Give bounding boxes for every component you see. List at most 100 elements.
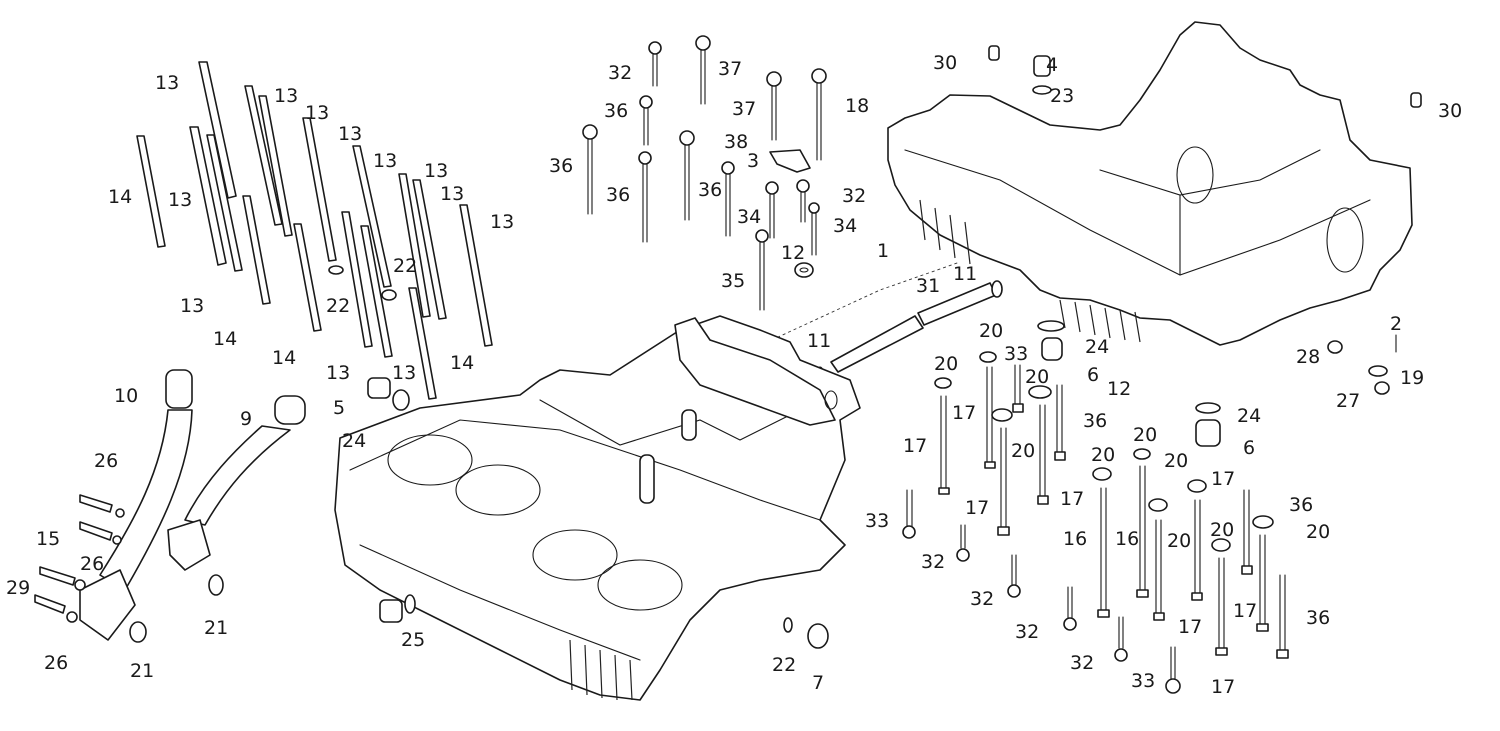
callout-label-36: 36 (1306, 607, 1330, 629)
callout-label-30: 30 (933, 52, 957, 74)
dowel-30 (988, 45, 1000, 61)
bolt-26 (79, 494, 125, 518)
callout-label-1: 1 (877, 240, 889, 262)
callout-label-17: 17 (1211, 676, 1235, 698)
bolt-18 (811, 68, 827, 161)
callout-label-35: 35 (721, 270, 745, 292)
callout-label-22: 22 (326, 295, 350, 317)
callout-label-13: 13 (274, 85, 298, 107)
callout-label-17: 17 (1233, 600, 1257, 622)
oil-pipe (749, 261, 1003, 378)
dowel-30 (1410, 92, 1422, 108)
callout-label-32: 32 (1070, 652, 1094, 674)
callout-label-17: 17 (952, 402, 976, 424)
callout-label-19: 19 (1400, 367, 1424, 389)
bolt-29 (39, 566, 86, 591)
callout-label-13: 13 (440, 183, 464, 205)
washer-20 (1252, 515, 1274, 529)
callout-label-26: 26 (44, 652, 68, 674)
crankcase-bolts (902, 320, 1289, 694)
callout-label-13: 13 (155, 72, 179, 94)
cylinder-studs (136, 61, 493, 400)
callout-label-13: 13 (338, 123, 362, 145)
callout-label-32: 32 (1015, 621, 1039, 643)
bolt-17 (1153, 519, 1165, 621)
dowel-4 (1033, 55, 1051, 77)
callout-label-31: 31 (916, 275, 940, 297)
oil-hoses (34, 369, 306, 643)
o-ring-22 (783, 617, 793, 633)
callout-label-24: 24 (1085, 336, 1109, 358)
callout-label-34: 34 (737, 206, 761, 228)
stud-13 (302, 117, 337, 262)
callout-label-32: 32 (921, 551, 945, 573)
plug-25 (379, 594, 416, 623)
stud-13 (360, 225, 393, 358)
callout-label-14: 14 (108, 186, 132, 208)
plug-28 (1327, 340, 1343, 354)
callout-label-33: 33 (1004, 343, 1028, 365)
bolt-36 (1276, 574, 1289, 659)
bolt-17 (1256, 534, 1269, 632)
callout-label-24: 24 (342, 430, 366, 452)
washer-20 (1092, 467, 1112, 481)
callout-label-6: 6 (1243, 437, 1255, 459)
bolt-37 (695, 35, 711, 105)
callout-label-37: 37 (718, 58, 742, 80)
callout-label-28: 28 (1296, 346, 1320, 368)
callout-label-37: 37 (732, 98, 756, 120)
callout-label-32: 32 (608, 62, 632, 84)
bolt-16 (1136, 465, 1149, 598)
callout-label-6: 6 (1087, 364, 1099, 386)
callout-label-20: 20 (1091, 444, 1115, 466)
callout-label-33: 33 (1131, 670, 1155, 692)
bolt-32 (956, 524, 970, 562)
stud-13 (412, 179, 447, 320)
callout-label-13: 13 (392, 362, 416, 384)
bolt-36 (1241, 489, 1253, 575)
callout-label-20: 20 (1167, 530, 1191, 552)
callout-label-29: 29 (6, 577, 30, 599)
callout-label-21: 21 (130, 660, 154, 682)
callout-label-11: 11 (953, 263, 977, 285)
bolt-36 (1054, 384, 1066, 461)
crankcase (887, 21, 1422, 395)
washer-20 (1133, 448, 1151, 460)
callout-label-17: 17 (1178, 616, 1202, 638)
o-ring-22 (381, 289, 397, 301)
callout-label-18: 18 (845, 95, 869, 117)
callout-label-16: 16 (1115, 528, 1139, 550)
callout-label-27: 27 (1336, 390, 1360, 412)
bolt-17 (1037, 404, 1049, 505)
washer-20 (979, 351, 997, 363)
callout-label-13: 13 (424, 160, 448, 182)
bolt-38 (721, 161, 735, 237)
callout-label-22: 22 (393, 255, 417, 277)
bolt-34 (765, 181, 779, 239)
callout-label-12: 12 (1107, 378, 1131, 400)
callout-label-17: 17 (1211, 468, 1235, 490)
o-ring-21 (208, 574, 224, 596)
callout-label-25: 25 (401, 629, 425, 651)
callout-label-32: 32 (970, 588, 994, 610)
plug-6 (1195, 402, 1221, 447)
callout-label-36: 36 (606, 184, 630, 206)
stud-13 (352, 145, 392, 288)
bolt-26 (34, 594, 78, 623)
o-ring-21 (129, 621, 147, 643)
callout-label-3: 3 (747, 150, 759, 172)
bolt-35 (755, 229, 769, 311)
callout-label-32: 32 (842, 185, 866, 207)
bolt-37 (766, 71, 782, 141)
bolt-32 (1063, 586, 1077, 631)
stud-13 (398, 173, 431, 318)
washer-20 (934, 377, 952, 389)
bolt-36 (679, 130, 695, 221)
callout-label-11: 11 (807, 330, 831, 352)
callout-label-36: 36 (1083, 410, 1107, 432)
bolt-26 (79, 521, 122, 545)
callout-label-30: 30 (1438, 100, 1462, 122)
washer-20 (991, 408, 1013, 422)
callout-label-16: 16 (1063, 528, 1087, 550)
